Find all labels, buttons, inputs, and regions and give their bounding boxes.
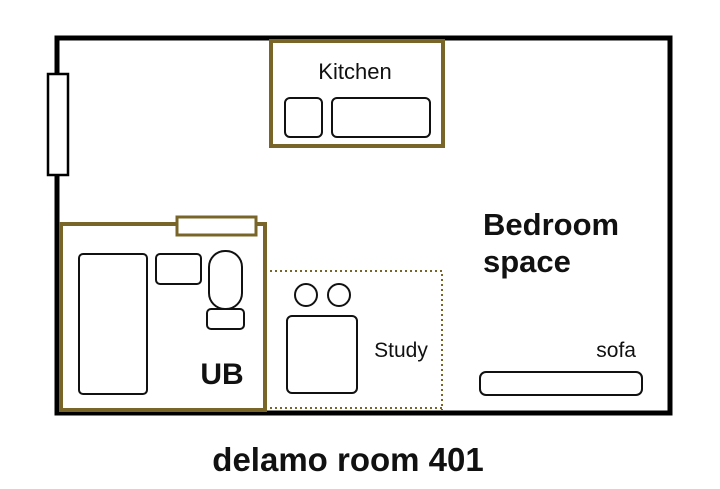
kitchen-stove (284, 97, 323, 138)
kitchen-outline (269, 39, 445, 148)
room-caption: delamo room 401 (212, 441, 483, 478)
study-chair-left (294, 283, 318, 307)
bedroom-area: Bedroom space sofa (479, 207, 643, 396)
bedroom-label-line2: space (483, 244, 571, 279)
study-label: Study (374, 339, 428, 362)
study-desk (286, 315, 358, 394)
unit-bath-label: UB (200, 358, 243, 391)
bathtub (78, 253, 148, 395)
toilet-tank (206, 308, 245, 330)
study-area: Study (265, 270, 443, 410)
washbasin (155, 253, 202, 285)
bath-window (175, 215, 258, 237)
kitchen-area: Kitchen (269, 39, 445, 148)
unit-bath-area: UB (59, 215, 267, 412)
kitchen-sink (331, 97, 431, 138)
study-chair-right (327, 283, 351, 307)
sofa-label: sofa (596, 339, 636, 362)
sofa (479, 371, 643, 396)
study-partition (265, 270, 443, 410)
bedroom-label-line1: Bedroom (483, 207, 619, 242)
kitchen-label: Kitchen (318, 59, 391, 84)
left-window (46, 72, 70, 177)
